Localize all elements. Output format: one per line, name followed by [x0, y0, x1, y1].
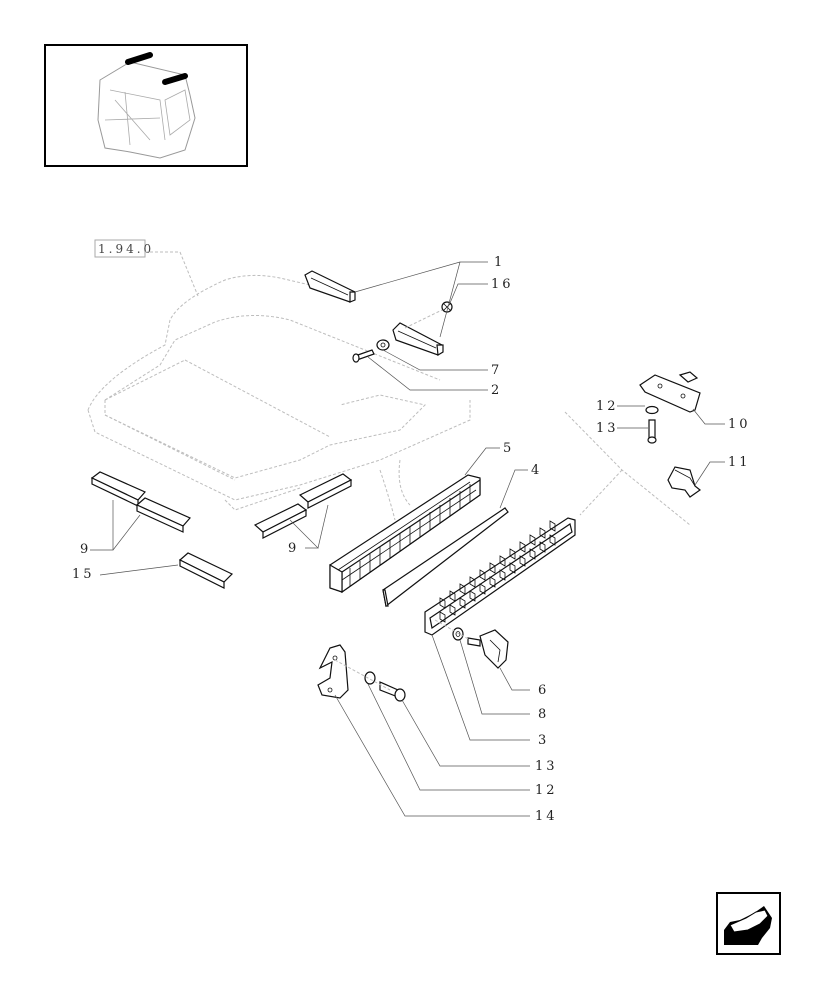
callout-13-top: 13: [596, 421, 619, 436]
part-1-lower-clip[interactable]: [392, 322, 444, 357]
callout-5: 5: [503, 441, 514, 456]
leader-8: [459, 639, 530, 715]
callout-1: 1: [494, 255, 505, 270]
part-4-prefilter[interactable]: [382, 507, 509, 608]
part-14-bracket[interactable]: [317, 644, 349, 699]
part-9-pad-right-a[interactable]: [253, 503, 308, 539]
part-6-knob[interactable]: [467, 629, 509, 669]
part-12-washer-top[interactable]: [645, 405, 659, 415]
part-5-filter[interactable]: [329, 474, 481, 594]
part-12-washer-bottom[interactable]: [364, 671, 376, 685]
callout-4: 4: [531, 463, 542, 478]
callout-12-top: 12: [596, 399, 619, 414]
leader-14: [334, 694, 530, 817]
part-7-washer[interactable]: [376, 339, 390, 351]
leader-6: [499, 667, 530, 691]
leader-11: [694, 461, 725, 486]
cab-roof-outline: [87, 274, 471, 521]
part-8-washer[interactable]: [452, 627, 464, 641]
leader-9a: [90, 500, 114, 551]
part-9-pad-right-b[interactable]: [298, 473, 353, 509]
part-15-pad[interactable]: [178, 552, 234, 589]
reference-label: 1.94.0: [98, 242, 154, 256]
part-13-bolt-bottom[interactable]: [379, 681, 406, 702]
tractor-cab-thumbnail-icon[interactable]: [44, 44, 248, 167]
leader-10: [692, 408, 725, 425]
part-2-screw[interactable]: [352, 349, 375, 363]
callout-16: 16: [491, 277, 514, 292]
callout-7: 7: [491, 363, 502, 378]
part-1-upper-clip[interactable]: [304, 270, 356, 303]
callout-11: 11: [728, 455, 751, 470]
leader-12b: [367, 683, 530, 791]
part-9-pad-left-b[interactable]: [135, 497, 191, 533]
part-9-pad-left-a[interactable]: [90, 471, 146, 507]
callout-2: 2: [491, 383, 502, 398]
leader-1b: [439, 261, 461, 338]
callout-3: 3: [538, 733, 549, 748]
callout-10: 10: [728, 417, 751, 432]
ghost-line-right-b: [579, 469, 623, 516]
ghost-axis-knob: [434, 619, 471, 641]
leader-13b: [401, 699, 530, 767]
callout-14: 14: [535, 809, 558, 824]
callout-8: 8: [538, 707, 549, 722]
leader-7: [382, 349, 488, 371]
part-11-clamp[interactable]: [667, 466, 702, 498]
callout-9-right: 9: [288, 541, 299, 556]
ghost-axis-bolt: [334, 659, 391, 691]
leader-5: [464, 447, 500, 476]
leader-1a: [354, 261, 488, 293]
callout-12-bottom: 12: [535, 783, 558, 798]
leader-3: [431, 634, 530, 741]
callout-13-bottom: 13: [535, 759, 558, 774]
reference-box[interactable]: 1.94.0: [94, 239, 199, 297]
callout-6: 6: [538, 683, 549, 698]
part-16-push-nut[interactable]: [404, 301, 453, 329]
leader-4: [499, 469, 528, 509]
callout-15: 15: [72, 567, 95, 582]
part-13-bolt-top[interactable]: [647, 419, 657, 444]
leader-16: [449, 283, 488, 304]
part-3-grille[interactable]: [424, 517, 576, 636]
leader-9b-b: [317, 504, 329, 549]
part-10-bracket[interactable]: [639, 371, 701, 413]
leader-2: [367, 356, 488, 391]
callout-9-left: 9: [80, 542, 91, 557]
back-arrow-icon[interactable]: [716, 892, 781, 955]
leader-9a-b: [112, 514, 141, 551]
leader-15: [99, 564, 179, 576]
ghost-line-right-a: [564, 411, 691, 526]
